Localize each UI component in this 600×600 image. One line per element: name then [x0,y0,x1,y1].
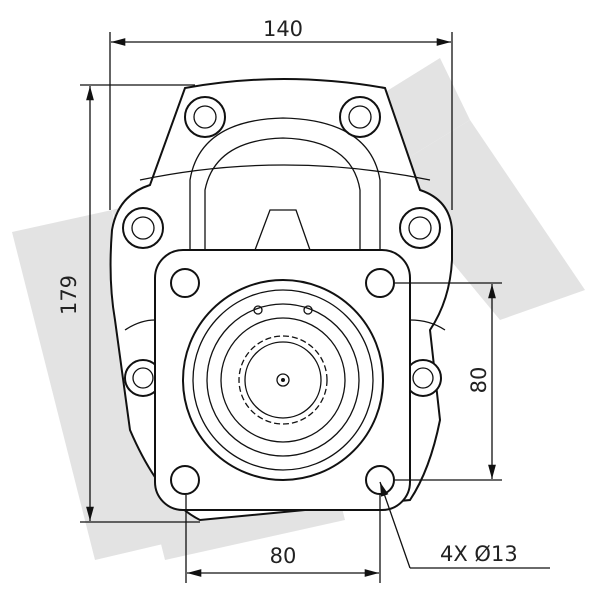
hole-callout-label: 4X Ø13 [440,542,518,566]
dimension-hole-horizontal: 80 [185,495,381,583]
bolt-top-right [339,96,381,138]
dimension-width-label: 140 [263,17,303,41]
dimension-hole-vertical-label: 80 [467,367,491,394]
flange-holes [170,268,395,495]
hole-callout: 4X Ø13 [379,481,550,569]
bolt-top-left [184,96,226,138]
dimension-width: 140 [109,17,453,210]
shaft-bore [182,279,384,481]
dimension-hole-vertical: 80 [395,282,502,481]
bolt-mid-right [399,207,441,249]
dimension-height-label: 179 [57,275,81,315]
bolts [122,96,442,397]
dimension-hole-horizontal-label: 80 [270,544,297,568]
bolt-mid-left [122,207,164,249]
dimension-height: 179 [57,84,200,523]
